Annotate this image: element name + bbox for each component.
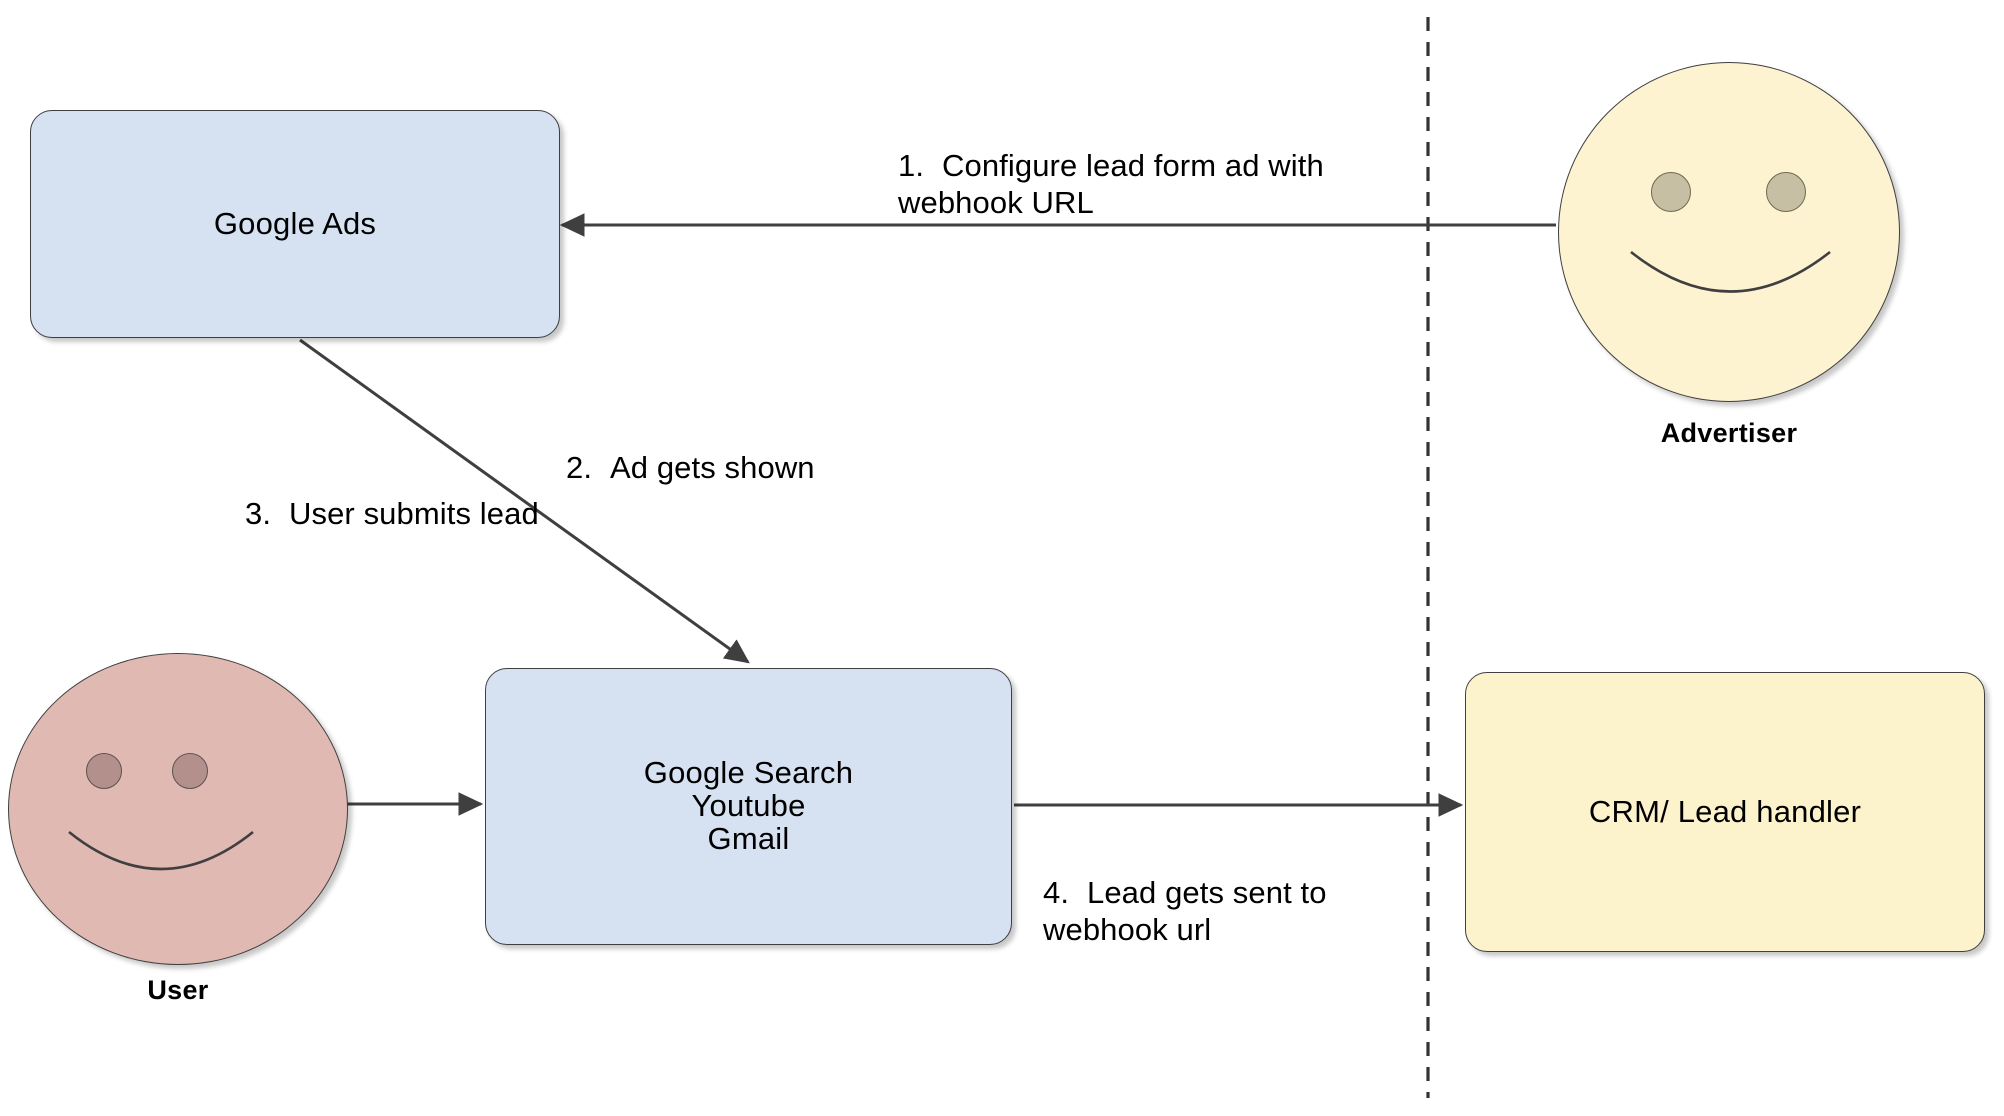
edge-label-step-2: 2. Ad gets shown bbox=[566, 412, 986, 486]
user-right-eye-icon bbox=[172, 753, 208, 789]
edge-label-step-2-text: Ad gets shown bbox=[610, 450, 815, 486]
actor-user-caption: User bbox=[147, 975, 209, 1005]
actor-advertiser[interactable]: Advertiser bbox=[1558, 62, 1900, 448]
edge-label-step-1-number: 1. bbox=[898, 148, 925, 184]
advertiser-right-eye-icon bbox=[1766, 172, 1806, 212]
user-smile-icon bbox=[68, 830, 254, 871]
edge-label-step-4-text: Lead gets sent to webhook url bbox=[1043, 875, 1327, 948]
node-google-ads-label: Google Ads bbox=[213, 205, 377, 241]
user-face-icon bbox=[8, 653, 348, 965]
node-crm-lead-handler-label: CRM/ Lead handler bbox=[1588, 793, 1862, 829]
edge-label-step-1-text: Configure lead form ad with webhook URL bbox=[898, 148, 1324, 221]
edge-label-step-2-number: 2. bbox=[566, 450, 593, 486]
edge-label-step-3: 3. User submits lead bbox=[245, 458, 665, 532]
advertiser-face-icon bbox=[1558, 62, 1900, 402]
actor-user[interactable]: User bbox=[8, 653, 348, 1005]
user-left-eye-icon bbox=[86, 753, 122, 789]
edge-label-step-3-number: 3. bbox=[245, 496, 272, 532]
edge-label-step-4: 4.Lead gets sent to webhook url bbox=[1043, 837, 1463, 949]
edge-label-step-1: 1.Configure lead form ad with webhook UR… bbox=[898, 110, 1398, 222]
node-crm-lead-handler[interactable]: CRM/ Lead handler bbox=[1465, 672, 1985, 952]
advertiser-smile-icon bbox=[1630, 250, 1831, 293]
node-google-ads[interactable]: Google Ads bbox=[30, 110, 560, 338]
edge-label-step-4-number: 4. bbox=[1043, 875, 1070, 911]
edge-label-step-3-text: User submits lead bbox=[289, 496, 539, 532]
advertiser-left-eye-icon bbox=[1651, 172, 1691, 212]
actor-advertiser-caption: Advertiser bbox=[1660, 418, 1798, 448]
